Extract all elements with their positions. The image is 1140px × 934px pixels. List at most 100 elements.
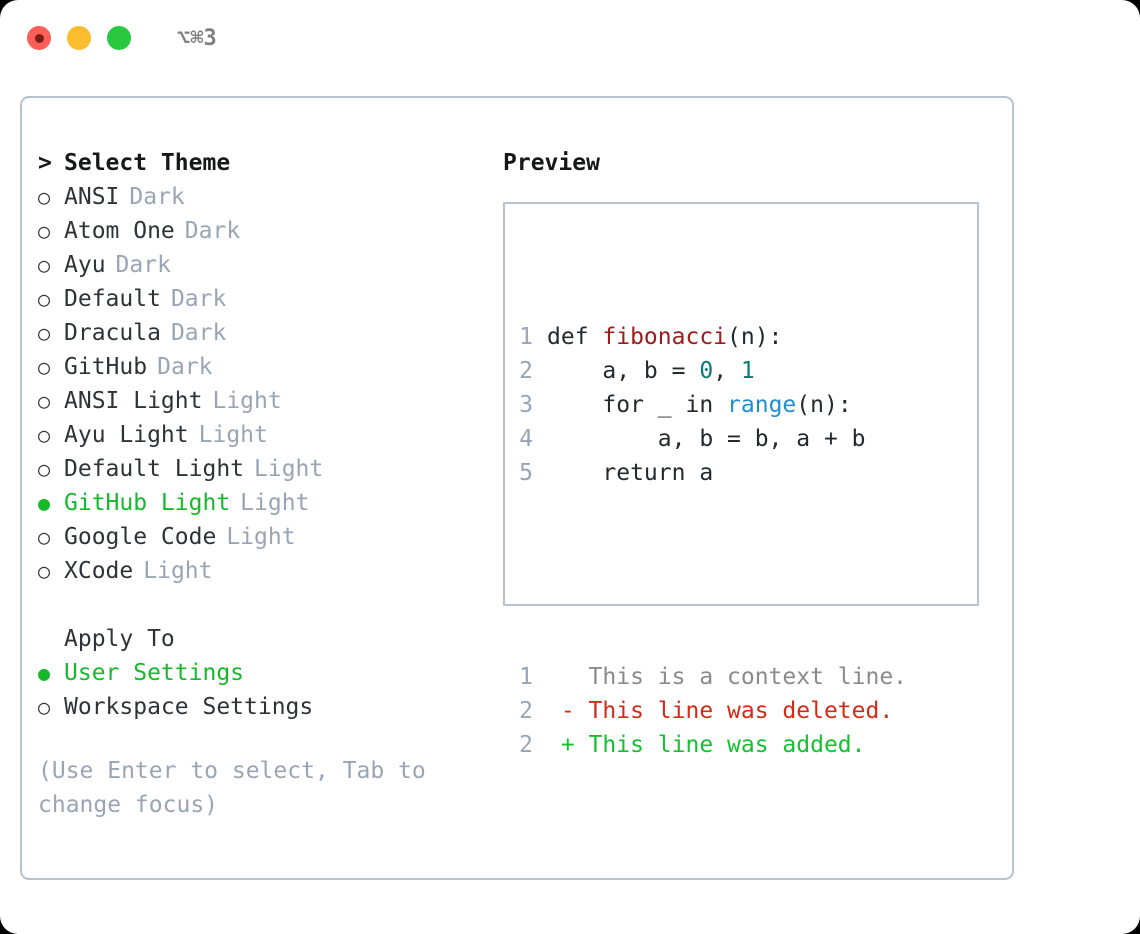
close-button-icon[interactable] [27,26,51,50]
theme-kind-badge: Dark [157,354,213,380]
theme-kind-badge: Light [212,388,282,414]
theme-name: Default Light [64,456,245,482]
theme-name: GitHub [64,354,148,380]
code-token: def [547,324,603,350]
code-token: in [685,392,714,418]
minimize-button-icon[interactable] [67,26,91,50]
radio-unselected-icon: ○ [38,457,51,481]
code-token: _ [643,392,686,418]
diff-text: - This line was deleted. [547,698,894,724]
diff-sample: 1 This is a context line.2 - This line w… [519,660,907,762]
theme-list-item[interactable]: ○ GitHub Dark [38,350,488,384]
code-gap [519,558,907,592]
theme-list-item[interactable]: ○ Google Code Light [38,520,488,554]
code-token: return [602,460,686,486]
radio-unselected-icon: ○ [38,389,51,413]
line-number: 1 [519,664,533,690]
code-token [713,392,727,418]
radio-unselected-icon: ○ [38,185,51,209]
theme-kind-badge: Dark [170,286,227,312]
select-theme-header: > Select Theme [38,146,488,180]
code-token [547,460,602,486]
theme-name: Google Code [64,524,217,550]
code-token: , [713,358,741,384]
line-number: 2 [519,698,533,724]
list-spacer [38,588,488,622]
diff-line: 2 + This line was added. [519,728,907,762]
theme-name: Atom One [64,218,175,244]
line-number: 5 [519,460,533,486]
theme-name: ANSI [64,184,120,210]
code-token: 0 [699,358,714,384]
theme-name: Dracula [64,320,161,346]
radio-unselected-icon: ○ [38,355,51,379]
line-number: 1 [519,324,533,350]
radio-unselected-icon: ○ [38,525,51,549]
apply-to-title: Apply To [64,626,175,652]
traffic-lights [27,26,131,50]
radio-unselected-icon: ○ [38,253,51,277]
line-number: 3 [519,392,533,418]
radio-unselected-icon: ○ [38,559,51,583]
theme-list-item[interactable]: ○ Ayu Light Light [38,418,488,452]
theme-kind-badge: Dark [115,252,171,278]
diff-line: 2 - This line was deleted. [519,694,907,728]
theme-name: Ayu Light [64,422,189,448]
zoom-button-icon[interactable] [107,26,131,50]
radio-unselected-icon: ○ [38,423,51,447]
theme-list-item[interactable]: ○ ANSI Dark [38,180,488,214]
apply-to-name: Workspace Settings [64,694,314,720]
code-token: fibonacci [602,324,728,350]
diff-text: This is a context line. [547,664,908,690]
theme-list-item[interactable]: ○ Default Dark [38,282,488,316]
radio-unselected-icon: ○ [38,695,51,719]
code-token: 1 [740,358,755,384]
theme-name: GitHub Light [64,490,231,516]
keyboard-hint: (Use Enter to select, Tab to change focu… [38,758,426,818]
title-bar: ⌥⌘3 [0,0,1140,76]
radio-selected-icon: ● [38,491,51,515]
theme-name: XCode [64,558,134,584]
code-token [547,392,602,418]
apply-to-name: User Settings [64,660,245,686]
apply-to-list: ● User Settings ○ Workspace Settings [38,656,488,724]
code-line: 4 a, b = b, a + b [519,422,907,456]
code-token: a [685,460,714,486]
radio-unselected-icon: ○ [38,287,51,311]
theme-list-item[interactable]: ○ Default Light Light [38,452,488,486]
code-token: a, b = b, a + b [547,426,866,452]
code-token: for [602,392,644,418]
theme-kind-badge: Light [240,490,310,516]
line-number: 4 [519,426,533,452]
code-token: (n): [796,392,852,418]
diff-text: + This line was added. [547,732,866,758]
theme-name: Ayu [64,252,106,278]
apply-to-item[interactable]: ○ Workspace Settings [38,690,488,724]
theme-kind-badge: Dark [170,320,227,346]
theme-list-item[interactable]: ○ Ayu Dark [38,248,488,282]
radio-selected-icon: ● [38,661,51,685]
theme-kind-badge: Dark [129,184,185,210]
theme-name: Default [64,286,161,312]
preview-title: Preview [503,150,600,176]
theme-kind-badge: Light [226,524,296,550]
diff-line: 1 This is a context line. [519,660,907,694]
theme-kind-badge: Light [198,422,268,448]
apply-to-item[interactable]: ● User Settings [38,656,488,690]
code-token: (n): [727,324,783,350]
radio-unselected-icon: ○ [38,219,51,243]
theme-kind-badge: Light [254,456,324,482]
code-line: 3 for _ in range(n): [519,388,907,422]
theme-list-item[interactable]: ● GitHub Light Light [38,486,488,520]
code-line: 5 return a [519,456,907,490]
keyboard-shortcut-label: ⌥⌘3 [177,25,217,51]
